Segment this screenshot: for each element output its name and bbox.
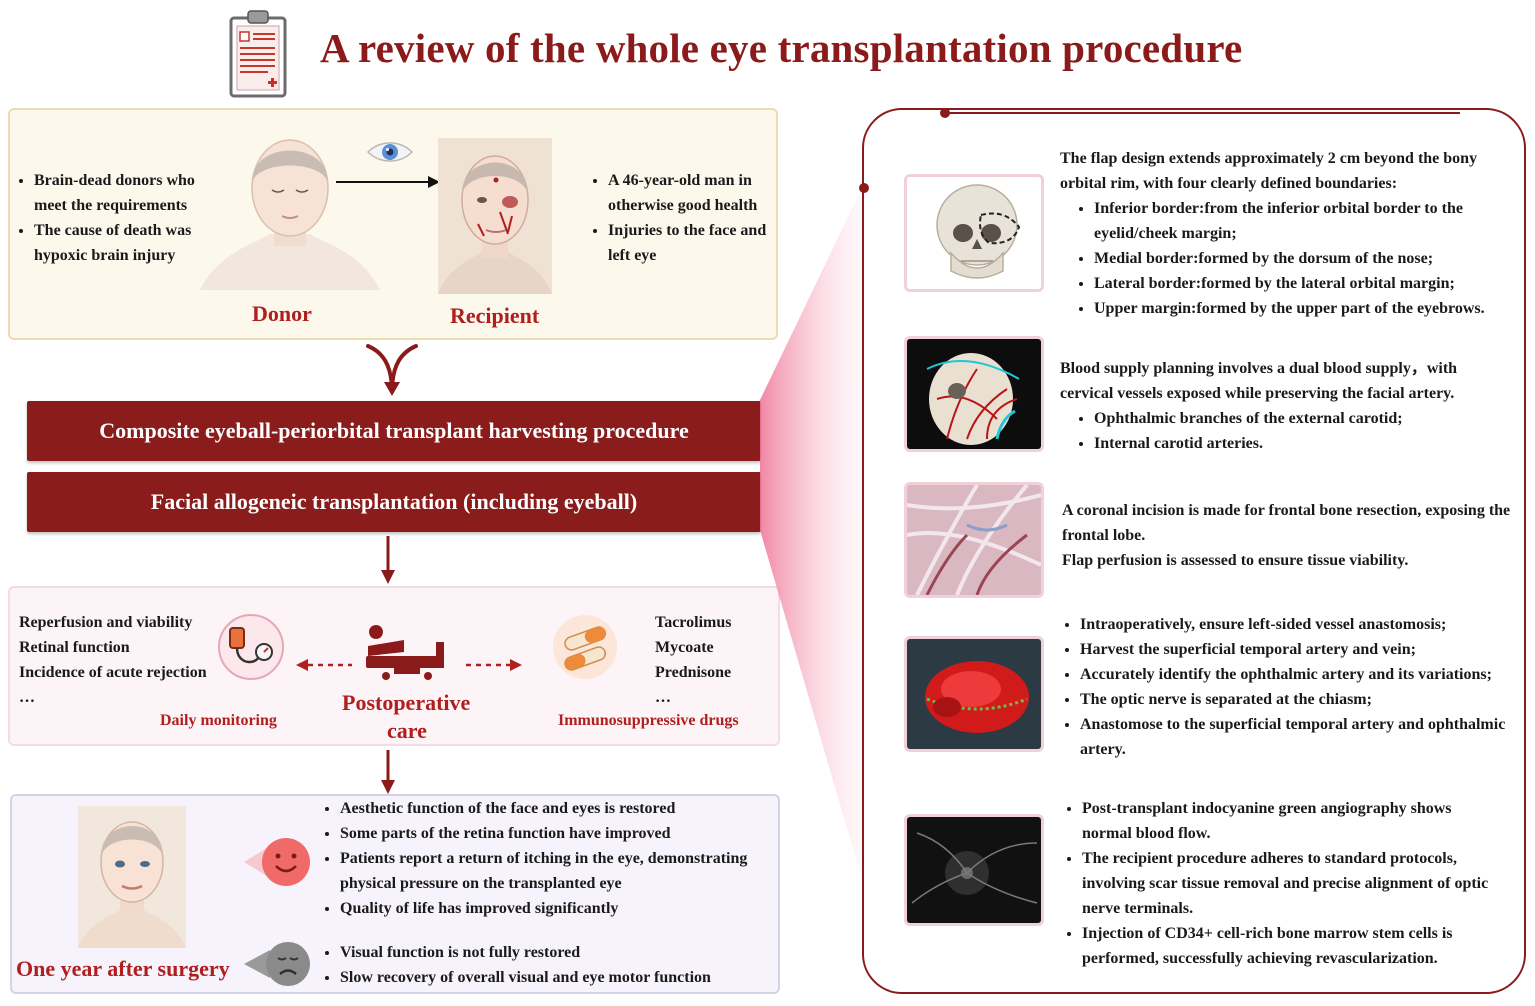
drug-item: Mycoate — [655, 639, 714, 656]
step-1-text: The flap design extends approximately 2 … — [1060, 146, 1510, 321]
donor-bullet: The cause of death was hypoxic brain inj… — [34, 218, 216, 268]
step-3-text: A coronal incision is made for frontal b… — [1062, 498, 1512, 573]
vascular-anatomy-thumbnail — [904, 336, 1044, 452]
step-2-intro: Blood supply planning involves a dual bl… — [1060, 360, 1458, 402]
drug-item: … — [655, 689, 671, 706]
one-year-label: One year after surgery — [16, 956, 230, 981]
donor-face-illustration — [200, 130, 380, 290]
outcome-face-illustration — [78, 806, 186, 948]
down-arrow — [380, 536, 396, 584]
monitoring-items: Reperfusion and viability Retinal functi… — [19, 610, 207, 710]
donor-to-recipient-arrow — [336, 174, 440, 190]
step-3-intro-2: Flap perfusion is assessed to ensure tis… — [1062, 552, 1409, 569]
step-4-bullet: Harvest the superficial temporal artery … — [1080, 637, 1520, 662]
drugs-label: Immunosuppressive drugs — [558, 712, 739, 729]
drug-item: Tacrolimus — [655, 614, 732, 631]
recipient-face-illustration — [438, 138, 552, 294]
recipient-bullet: Injuries to the face and left eye — [608, 218, 780, 268]
donor-label: Donor — [252, 301, 312, 326]
step-4-bullet: The optic nerve is separated at the chia… — [1080, 687, 1520, 712]
step-2-text: Blood supply planning involves a dual bl… — [1060, 356, 1510, 456]
facial-transplant-banner: Facial allogeneic transplantation (inclu… — [27, 472, 761, 532]
step-1-intro: The flap design extends approximately 2 … — [1060, 150, 1478, 192]
positive-outcome: Some parts of the retina function have i… — [340, 821, 772, 846]
merge-arrow — [364, 342, 420, 398]
clipboard-icon — [228, 8, 288, 98]
negative-outcome: Visual function is not fully restored — [340, 940, 772, 965]
step-5-bullet: Post-transplant indocyanine green angiog… — [1082, 796, 1502, 846]
monitoring-item: … — [19, 689, 35, 706]
happy-face-icon — [244, 834, 314, 890]
donor-criteria: Brain-dead donors who meet the requireme… — [16, 168, 216, 268]
step-1-bullet: Lateral border:formed by the lateral orb… — [1094, 271, 1510, 296]
recipient-label: Recipient — [450, 303, 540, 328]
step-4-bullet: Accurately identify the ophthalmic arter… — [1080, 662, 1520, 687]
recipient-bullet: A 46-year-old man in otherwise good heal… — [608, 168, 780, 218]
negative-outcome: Slow recovery of overall visual and eye … — [340, 965, 772, 990]
step-2-bullet: Ophthalmic branches of the external caro… — [1094, 406, 1510, 431]
step-1-bullet: Upper margin:formed by the upper part of… — [1094, 296, 1510, 321]
care-label: care — [387, 718, 427, 743]
monitoring-item: Retinal function — [19, 639, 130, 656]
pills-icon — [550, 612, 620, 682]
postoperative-label: Postoperative — [342, 690, 471, 715]
left-dashed-arrow — [296, 658, 352, 672]
page-title: A review of the whole eye transplantatio… — [320, 25, 1243, 71]
panel-top-line — [940, 106, 1460, 118]
step-3-intro: A coronal incision is made for frontal b… — [1062, 502, 1511, 544]
outcome-positive-list: Aesthetic function of the face and eyes … — [322, 796, 772, 921]
step-5-bullet: Injection of CD34+ cell-rich bone marrow… — [1082, 921, 1502, 971]
step-5-bullet: The recipient procedure adheres to stand… — [1082, 846, 1502, 921]
blood-pressure-icon — [216, 612, 286, 682]
step-1-bullet: Medial border:formed by the dorsum of th… — [1094, 246, 1510, 271]
monitoring-item: Incidence of acute rejection — [19, 664, 207, 681]
down-arrow — [380, 750, 396, 794]
angiography-thumbnail — [904, 814, 1044, 926]
recipient-criteria: A 46-year-old man in otherwise good heal… — [590, 168, 780, 268]
step-4-bullet: Anastomose to the superficial temporal a… — [1080, 712, 1520, 762]
right-dashed-arrow — [466, 658, 522, 672]
monitoring-label: Daily monitoring — [160, 712, 277, 729]
monitoring-item: Reperfusion and viability — [19, 614, 193, 631]
step-4-bullet: Intraoperatively, ensure left-sided vess… — [1080, 612, 1520, 637]
sad-face-icon — [244, 938, 314, 990]
positive-outcome: Quality of life has improved significant… — [340, 896, 772, 921]
bed-icon — [364, 622, 448, 682]
procedure-steps-panel — [862, 108, 1526, 994]
drug-list: Tacrolimus Mycoate Prednisone … — [655, 610, 731, 710]
surgical-field-thumbnail — [904, 636, 1044, 752]
outcome-negative-list: Visual function is not fully restored Sl… — [322, 940, 772, 990]
step-4-text: Intraoperatively, ensure left-sided vess… — [1060, 612, 1520, 762]
step-1-bullet: Inferior border:from the inferior orbita… — [1094, 196, 1510, 246]
donor-bullet: Brain-dead donors who meet the requireme… — [34, 168, 216, 218]
harvesting-procedure-banner: Composite eyeball-periorbital transplant… — [27, 401, 761, 461]
step-5-text: Post-transplant indocyanine green angiog… — [1062, 796, 1502, 971]
skull-thumbnail — [904, 174, 1044, 292]
eye-icon — [366, 138, 414, 166]
step-2-bullet: Internal carotid arteries. — [1094, 431, 1510, 456]
drug-item: Prednisone — [655, 664, 732, 681]
positive-outcome: Aesthetic function of the face and eyes … — [340, 796, 772, 821]
positive-outcome: Patients report a return of itching in t… — [340, 846, 772, 896]
panel-connector — [760, 100, 940, 880]
coronal-incision-thumbnail — [904, 482, 1044, 598]
